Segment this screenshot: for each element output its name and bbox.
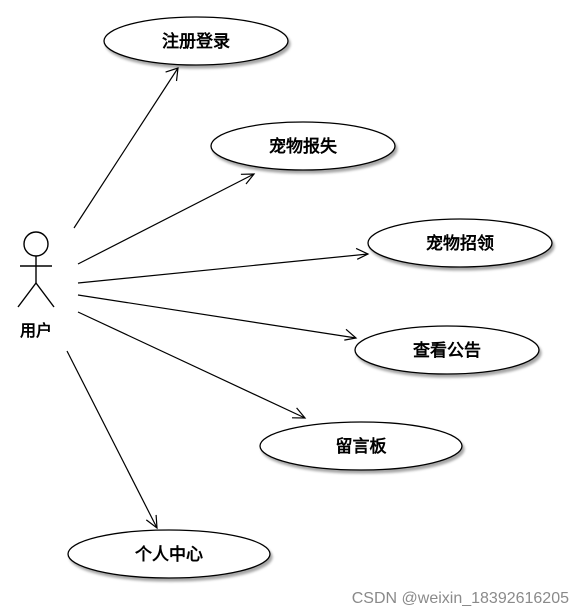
use-case-label: 宠物报失 [269, 136, 338, 157]
actor-figure [17, 231, 55, 308]
actor-left-leg [17, 282, 37, 308]
use-case-label: 宠物招领 [426, 233, 494, 254]
associations [66, 67, 370, 530]
watermark: CSDN @weixin_18392616205 [351, 590, 569, 607]
use-case-personal-center[interactable]: 个人中心 [67, 529, 271, 579]
use-case-label: 注册登录 [162, 31, 230, 52]
use-case-message-board[interactable]: 留言板 [259, 421, 463, 471]
use-case-label: 留言板 [336, 436, 388, 457]
use-case-label: 查看公告 [412, 340, 481, 361]
association-pet-found [77, 247, 370, 284]
association-message-board [77, 311, 307, 419]
association-pet-lost-report [77, 173, 256, 265]
association-personal-center [66, 350, 158, 530]
use-case-notices[interactable]: 查看公告 [354, 325, 540, 375]
actor-head [23, 231, 49, 257]
use-case-pet-lost-report[interactable]: 宠物报失 [210, 121, 396, 171]
use-case-label: 个人中心 [134, 544, 203, 565]
use-case-register-login[interactable]: 注册登录 [103, 16, 289, 66]
use-case-pet-found[interactable]: 宠物招领 [367, 218, 553, 268]
actor-right-leg [35, 282, 55, 308]
association-register-login [73, 67, 179, 229]
association-notices [77, 294, 358, 341]
actor-label: 用户 [20, 321, 52, 340]
